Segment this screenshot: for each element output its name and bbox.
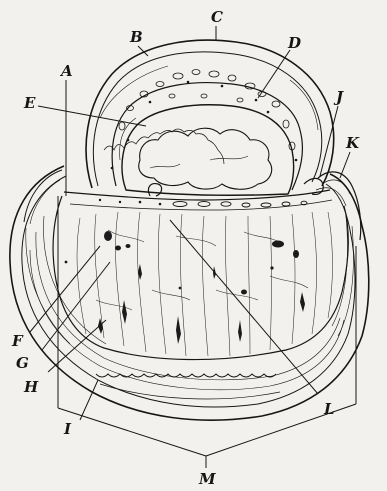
label-k: K xyxy=(345,134,360,152)
label-h: H xyxy=(23,378,39,396)
label-l: L xyxy=(323,400,335,418)
label-e: E xyxy=(23,94,36,112)
label-i: I xyxy=(63,420,72,438)
label-g: G xyxy=(16,354,29,372)
label-m: M xyxy=(198,470,216,488)
label-a: A xyxy=(59,62,73,80)
label-b: B xyxy=(129,28,143,46)
label-f: F xyxy=(11,332,24,350)
label-d: D xyxy=(287,34,301,52)
label-c: C xyxy=(211,8,223,26)
